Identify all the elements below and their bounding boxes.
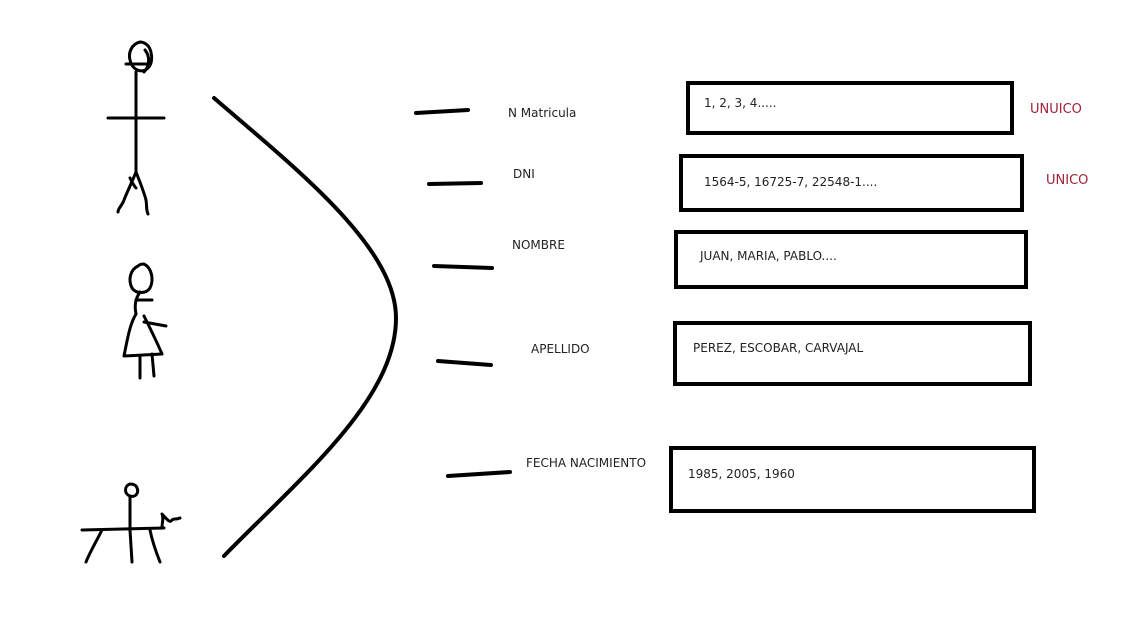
example-values-matricula: 1, 2, 3, 4..... <box>704 96 777 110</box>
connector-dash-5 <box>446 470 512 478</box>
example-box-fecha-nacimiento <box>669 446 1036 513</box>
stick-figure-man-icon <box>106 40 166 216</box>
field-label-apellido: APELLIDO <box>531 342 590 356</box>
stick-figure-dog-icon <box>80 482 182 564</box>
connector-dash-4 <box>436 359 493 367</box>
connector-dash-3 <box>432 264 494 270</box>
field-label-nombre: NOMBRE <box>512 238 565 252</box>
example-box-nombre <box>674 230 1028 289</box>
bracket-curve <box>212 96 398 558</box>
example-box-dni <box>679 154 1024 212</box>
unique-tag-matricula: UNUICO <box>1030 102 1082 117</box>
example-values-nombre: JUAN, MARIA, PABLO.... <box>700 249 837 263</box>
example-values-fecha-nacimiento: 1985, 2005, 1960 <box>688 467 795 481</box>
unique-tag-dni: UNICO <box>1046 173 1089 188</box>
connector-dash-1 <box>414 108 470 115</box>
example-values-dni: 1564-5, 16725-7, 22548-1.... <box>704 175 878 189</box>
example-box-matricula <box>686 81 1014 135</box>
example-values-apellido: PEREZ, ESCOBAR, CARVAJAL <box>693 341 864 355</box>
field-label-fecha-nacimiento: FECHA NACIMIENTO <box>526 456 647 470</box>
field-label-matricula: N Matricula <box>508 106 577 120</box>
field-label-dni: DNI <box>513 167 535 181</box>
connector-dash-2 <box>427 181 483 186</box>
example-box-apellido <box>673 321 1032 386</box>
stick-figure-woman-icon <box>122 262 168 380</box>
